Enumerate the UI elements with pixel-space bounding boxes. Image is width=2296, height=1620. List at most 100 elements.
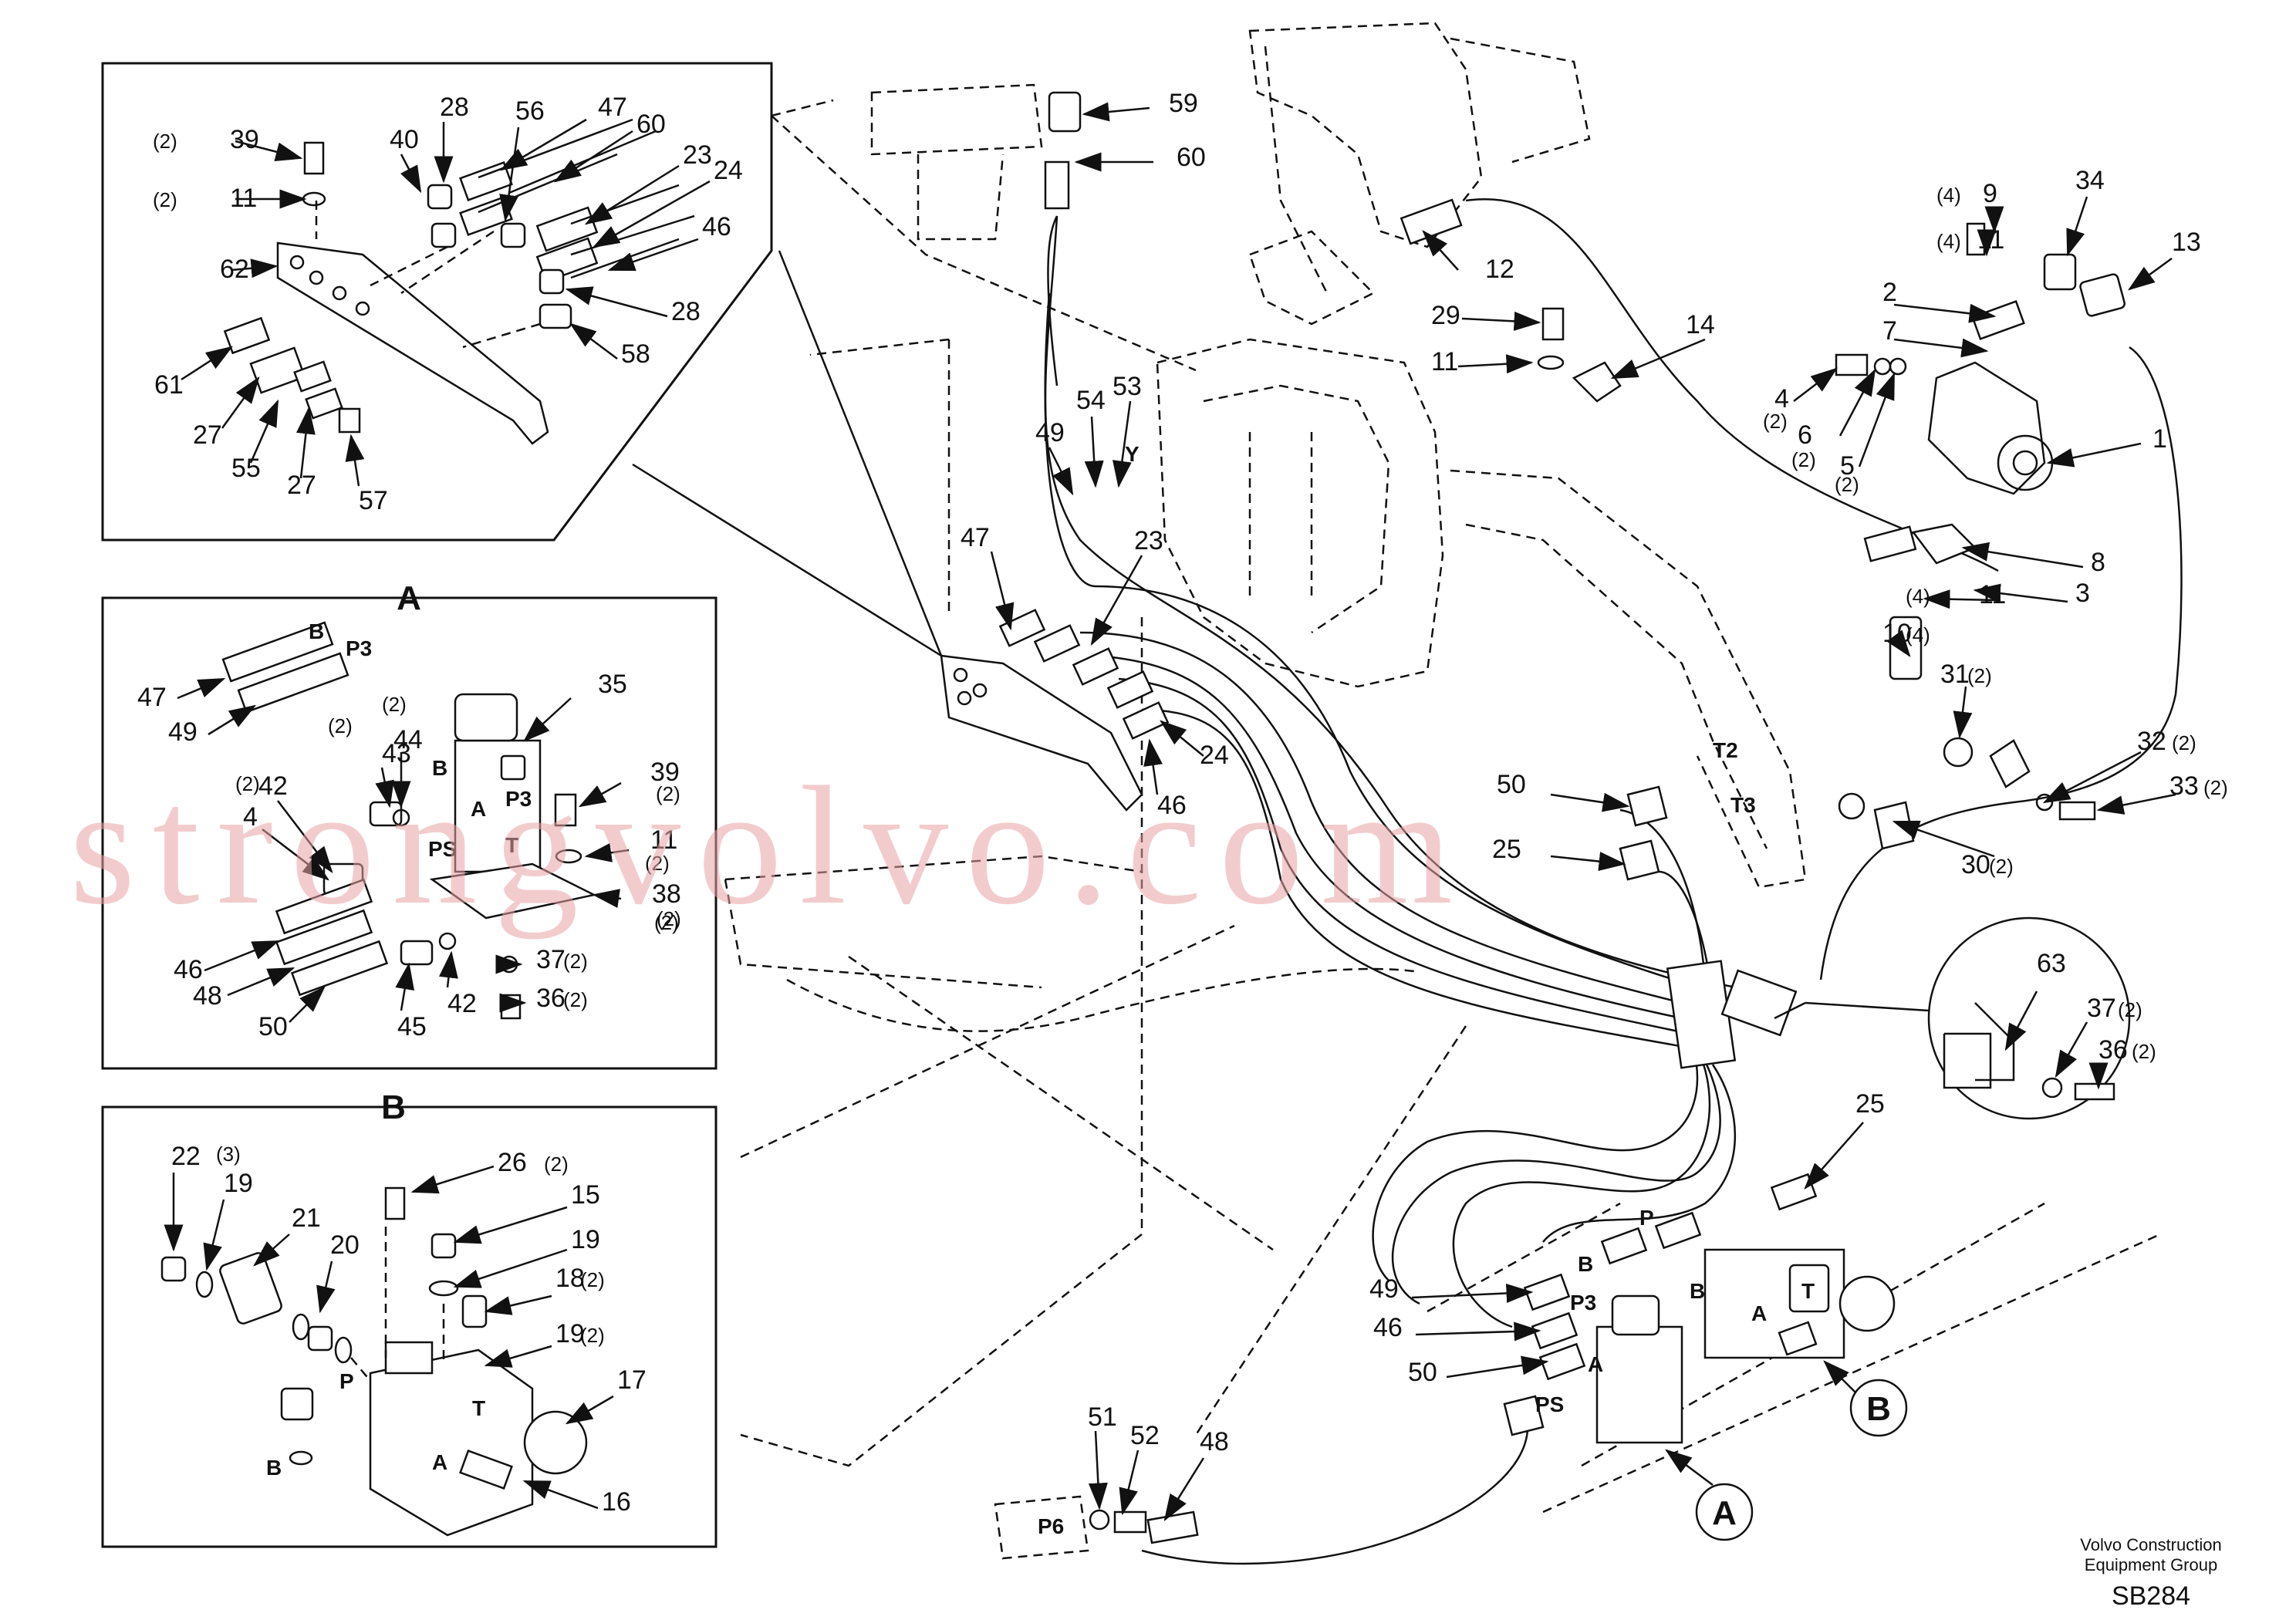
main-port-label: B	[1578, 1252, 1593, 1276]
main-part-number: 6	[1798, 420, 1812, 450]
leader-arrow	[565, 1395, 614, 1425]
main-port-label: P	[1639, 1206, 1654, 1230]
leader-arrow	[221, 376, 260, 429]
leader-arrow	[1892, 820, 1995, 858]
leader-arrow	[453, 1248, 568, 1288]
leader-arrow	[484, 1345, 552, 1368]
inset-quantity: (2)	[153, 188, 177, 211]
main-part-number: 13	[2172, 228, 2201, 257]
leader-arrow	[1923, 589, 1999, 609]
detail-a-quantity: (2)	[645, 852, 670, 875]
leader-arrow	[1550, 792, 1630, 812]
detail-a-quantity: (2)	[328, 714, 353, 737]
watermark: strongvolvo.com	[69, 751, 1470, 940]
leader-arrow	[565, 286, 668, 318]
leader-arrow	[990, 551, 1015, 631]
leader-arrow	[1415, 1321, 1541, 1342]
main-part-number: 23	[1134, 526, 1163, 555]
detail-a-port-label: B	[432, 756, 447, 780]
main-quantity: (2)	[1967, 664, 1992, 687]
main-part-number: 63	[2037, 949, 2066, 978]
inset-quantity: (2)	[153, 130, 177, 153]
main-components	[940, 91, 2131, 1544]
detail-a-quantity: (2)	[563, 950, 588, 973]
leader-arrow	[177, 677, 226, 700]
leader-arrow	[204, 940, 280, 972]
detail-b-port-label: P	[339, 1369, 354, 1393]
leader-arrow	[2046, 442, 2142, 467]
callout-b-text: B	[1866, 1390, 1891, 1428]
main-part-number: 29	[1431, 301, 1460, 330]
leader-arrow	[1082, 102, 1150, 122]
main-part-number: 60	[1177, 143, 1206, 172]
main-part-number: 37	[2087, 994, 2116, 1023]
detail-a-port-label: B	[309, 619, 324, 643]
main-part-number: 49	[1035, 418, 1065, 447]
main-quantity: (2)	[2132, 1040, 2156, 1063]
main-part-number: 32	[2137, 727, 2166, 756]
leader-arrow	[569, 322, 618, 359]
main-part-number: 2	[1882, 278, 1897, 307]
detail-a-part-number: 35	[598, 670, 627, 699]
leader-arrow	[295, 407, 316, 479]
leader-arrow	[1088, 1430, 1108, 1510]
footer-company-line1: Volvo Construction	[2080, 1535, 2222, 1554]
detail-b-part-number: 18	[555, 1264, 585, 1293]
detail-a-part-number: 45	[397, 1012, 427, 1041]
detail-a-port-label: T	[505, 833, 518, 857]
leader-arrow	[1446, 1355, 1549, 1379]
detail-a-port-label: A	[471, 797, 486, 821]
main-part-number: 3	[2075, 579, 2090, 608]
inset-part-number: 40	[390, 125, 419, 154]
main-port-label: T2	[1713, 738, 1738, 762]
leader-arrow	[1461, 311, 1541, 331]
leader-arrow	[1457, 354, 1534, 374]
main-part-number: 25	[1492, 835, 1521, 864]
leader-arrow	[2055, 1021, 2088, 1078]
leader-arrow	[249, 399, 279, 464]
detail-a-part-number: 42	[447, 989, 477, 1018]
leader-arrow	[395, 962, 414, 1011]
detail-b-part-number: 26	[498, 1148, 527, 1177]
main-part-number: 46	[1373, 1313, 1403, 1342]
main-part-number: 50	[1408, 1358, 1437, 1387]
main-part-number: 7	[1882, 316, 1897, 346]
main-part-number: 48	[1200, 1427, 1229, 1456]
main-port-label: A	[1588, 1352, 1603, 1376]
inset-part-number: 57	[359, 486, 388, 515]
leader-arrow	[208, 704, 257, 736]
leader-arrow	[578, 781, 622, 808]
leader-arrow	[584, 842, 630, 862]
detail-b-part-number: 19	[224, 1169, 253, 1198]
leader-arrow	[1160, 720, 1204, 757]
main-quantity: (2)	[2118, 998, 2142, 1021]
detail-b-part-number: 19	[555, 1319, 585, 1348]
leader-arrow	[484, 1294, 552, 1315]
main-part-number: 5	[1840, 451, 1855, 481]
main-part-number: 54	[1076, 386, 1106, 415]
leader-arrow	[1893, 338, 1989, 358]
main-quantity: (2)	[2172, 731, 2196, 754]
main-part-number: 33	[2169, 771, 2199, 801]
leader-inset	[632, 463, 942, 657]
detail-b-part-number: 22	[171, 1142, 201, 1171]
detail-a-title: A	[397, 579, 421, 617]
leader-arrow	[2127, 257, 2173, 291]
leader-arrow	[1961, 542, 2084, 569]
leader-arrow	[231, 258, 279, 278]
main-part-number: 11	[1977, 225, 2004, 255]
detail-b-quantity: (2)	[544, 1153, 569, 1176]
detail-a-part-number: 47	[137, 683, 167, 712]
footer-drawing-code: SB284	[2111, 1581, 2191, 1611]
main-part-number: 53	[1113, 372, 1142, 401]
detail-a-part-number: 50	[258, 1012, 288, 1041]
inset-part-number: 39	[230, 125, 259, 154]
leader-arrow	[499, 118, 587, 171]
main-part-number: 8	[2091, 548, 2105, 577]
detail-a-quantity: (2)	[656, 782, 680, 805]
leader-arrow	[1893, 303, 1997, 323]
main-port-label: A	[1751, 1301, 1767, 1325]
leader-arrow	[181, 346, 234, 381]
inset-part-number: 23	[683, 140, 712, 170]
leader-arrow	[1411, 1283, 1534, 1303]
